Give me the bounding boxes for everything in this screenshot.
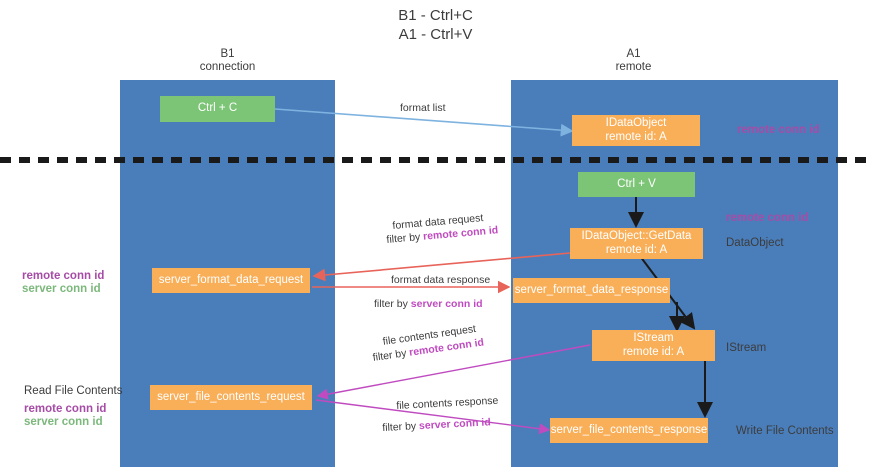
label-dataobject: DataObject bbox=[726, 237, 784, 249]
label-left-server-conn-id-1: server conn id bbox=[22, 283, 101, 295]
edge-file-contents-response bbox=[315, 399, 551, 435]
edge-file-contents-request bbox=[316, 344, 591, 400]
edge-format-data-request bbox=[312, 252, 571, 282]
caption-filter-key-2: server conn id bbox=[410, 298, 483, 310]
caption-format-data-response-filter: filter by server conn id bbox=[374, 298, 483, 311]
lane-header-a1-name: A1 bbox=[626, 48, 641, 60]
lane-header-b1: B1 connection bbox=[120, 48, 335, 74]
label-left-server-conn-id-2: server conn id bbox=[24, 416, 103, 428]
caption-filter-prefix-4: filter by bbox=[382, 420, 420, 434]
label-left-remote-conn-id-1: remote conn id bbox=[22, 270, 105, 282]
lane-header-b1-sub: connection bbox=[199, 61, 256, 73]
box-server-file-contents-response[interactable]: server_file_contents_response bbox=[550, 418, 708, 443]
box-server-format-data-response[interactable]: server_format_data_response bbox=[513, 278, 670, 303]
lane-header-a1: A1 remote bbox=[511, 48, 756, 74]
label-remote-conn-id-mid: remote conn id bbox=[726, 212, 809, 224]
box-server-file-contents-request[interactable]: server_file_contents_request bbox=[150, 385, 312, 410]
lane-header-a1-sub: remote bbox=[615, 61, 652, 73]
caption-filter-prefix-2: filter by bbox=[374, 298, 411, 310]
label-write-file-contents: Write File Contents bbox=[736, 425, 834, 437]
caption-filter-key-4: server conn id bbox=[418, 416, 492, 433]
box-istream[interactable]: IStream remote id: A bbox=[592, 330, 715, 361]
caption-format-data-response: format data response bbox=[391, 274, 491, 286]
label-remote-conn-id-top: remote conn id bbox=[737, 124, 820, 136]
edge-format-list bbox=[274, 108, 574, 137]
label-istream: IStream bbox=[726, 342, 767, 354]
title-line-2: A1 - Ctrl+V bbox=[398, 26, 473, 43]
caption-format-list: format list bbox=[400, 102, 446, 114]
box-idataobject-line1: IDataObject bbox=[605, 117, 667, 129]
box-getdata-line1: IDataObject::GetData bbox=[581, 230, 692, 242]
box-idataobject[interactable]: IDataObject remote id: A bbox=[572, 115, 700, 146]
caption-filter-prefix-1: filter by bbox=[386, 230, 424, 246]
box-idataobject-line2: remote id: A bbox=[605, 130, 667, 143]
box-getdata-line2: remote id: A bbox=[605, 243, 668, 256]
lane-header-b1-name: B1 bbox=[220, 48, 235, 60]
label-read-file-contents: Read File Contents bbox=[24, 385, 123, 397]
diagram-title: B1 - Ctrl+C A1 - Ctrl+V bbox=[0, 6, 871, 44]
box-ctrl-v[interactable]: Ctrl + V bbox=[578, 172, 695, 197]
box-istream-line2: remote id: A bbox=[622, 345, 685, 358]
box-istream-line1: IStream bbox=[633, 332, 674, 344]
title-line-1: B1 - Ctrl+C bbox=[398, 7, 473, 24]
box-idataobject-getdata[interactable]: IDataObject::GetData remote id: A bbox=[570, 228, 703, 259]
box-server-format-data-request[interactable]: server_format_data_request bbox=[152, 268, 310, 293]
box-ctrl-c[interactable]: Ctrl + C bbox=[160, 96, 275, 122]
label-left-remote-conn-id-2: remote conn id bbox=[24, 403, 107, 415]
phase-divider bbox=[0, 157, 871, 163]
